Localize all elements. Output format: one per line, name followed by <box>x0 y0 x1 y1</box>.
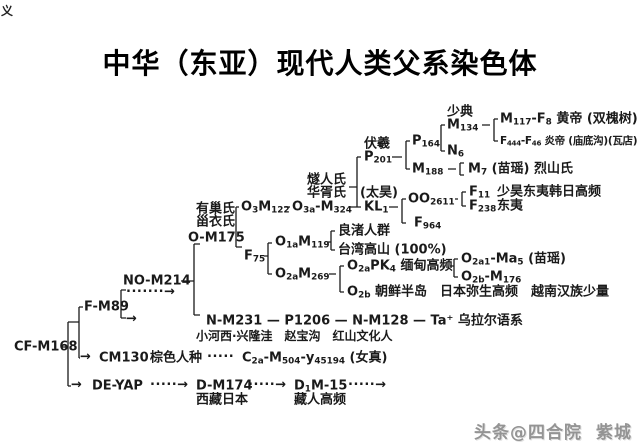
node-f238: F238 <box>469 198 497 215</box>
node-shaodian-label: 少典 <box>447 104 474 120</box>
node-de-yap: DE-YAP <box>92 378 143 394</box>
node-o2b-row: O2b 朝鲜半岛 日本弥生高频 越南汉族少量 <box>347 284 610 301</box>
node-d1m15-note: 藏人高频 <box>294 392 347 408</box>
node-suirenshi-label: 燧人氏 <box>307 172 347 188</box>
node-m117-huangdi: M117-F8 黄帝 (双槐树) <box>500 111 638 128</box>
bracket-kl1-children <box>389 198 406 224</box>
node-youchaoshi-label: 有巢氏 <box>196 201 236 217</box>
node-n-row: N-M231 — P1206 — N-M128 — Ta⁺ 乌拉尔语系 <box>206 313 523 329</box>
node-o2a-pk4: O2aPK4 缅甸高频 <box>347 258 453 275</box>
node-cm130: CM130 <box>99 350 149 366</box>
bracket-p201-children <box>392 140 410 170</box>
node-f-m89: F-M89 <box>84 299 129 315</box>
node-p201: P201 <box>364 149 392 166</box>
node-o2a1-ma5: O2a1-Ma5 (苗瑶) <box>461 251 566 268</box>
node-m7-lieshanshi: M7 (苗瑶) 烈山氏 <box>468 161 574 178</box>
watermark-author: 紫城 <box>596 423 632 443</box>
dotted-arrow-icon: ·····→ <box>348 377 387 393</box>
bracket-f75-children <box>264 242 272 275</box>
node-o1a-m119: O1aM119 <box>275 234 330 251</box>
page-title: 中华（东亚）现代人类父系染色体 <box>102 47 538 80</box>
node-taiwan-note: 台湾高山 (100%) <box>338 242 447 258</box>
node-ziyishi-label: 甾衣氏 <box>196 214 236 230</box>
node-c2a-m504: C2a-M504-y45194 (女真) <box>242 350 388 367</box>
node-m134: M134 <box>447 117 479 134</box>
node-oo2611: OO2611 <box>408 191 455 208</box>
watermark: 头条@四合院紫城 <box>474 418 632 443</box>
node-fuxi-label: 伏羲 <box>364 136 391 152</box>
node-liangzhu-note: 良渚人群 <box>338 223 391 239</box>
node-d-m174: D-M174 <box>196 378 253 394</box>
node-cm130-note: 棕色人种 <box>150 350 203 366</box>
bracket-p164-children <box>440 124 445 152</box>
dots-icon: ····· <box>207 349 235 365</box>
dotted-arrow-icon: ·····→ <box>150 377 189 393</box>
bracket-m134-children <box>482 118 498 142</box>
node-o-m175: O-M175 <box>188 230 245 246</box>
watermark-source: 头条@四合院 <box>474 423 582 443</box>
node-f238-note: 东夷 <box>497 198 524 214</box>
node-p164: P164 <box>412 133 440 150</box>
node-d-m174-note: 西藏日本 <box>196 392 249 408</box>
node-f75: F75 <box>244 248 266 265</box>
arrow-icon: → <box>80 349 92 365</box>
arrow-icon: → <box>71 377 83 393</box>
node-o2a-m269: O2aM269 <box>275 266 330 283</box>
arrow-icon: → <box>126 311 138 327</box>
dotted-arrow-icon: ·······→ <box>126 284 176 300</box>
node-taihao-label: (太昊) <box>360 185 398 201</box>
node-n-row-note: 小河西·兴隆洼 赵宝沟 红山文化人 <box>196 329 393 343</box>
node-no-m214: NO-M214 <box>123 273 191 289</box>
node-o2b-m176: O2b-M176 <box>461 269 522 286</box>
node-f964: F964 <box>414 215 442 232</box>
dotted-arrow-icon: ·····→ <box>248 377 287 393</box>
bracket-o2am269-children <box>329 265 344 293</box>
node-f11-note: 少昊东夷韩日高频 <box>497 184 602 200</box>
node-n6: N6 <box>447 143 465 160</box>
node-f444-yandi: F444-F46 炎帝 (庙底沟)(瓦店) <box>500 134 638 148</box>
bracket-oo2611-children <box>455 191 466 207</box>
node-f11: F11 <box>469 184 491 201</box>
node-m188: M188 <box>412 161 444 178</box>
node-cf-m168: CF-M168 <box>14 339 78 355</box>
corner-mark: 义 <box>1 4 14 18</box>
node-kl1: KL1 <box>364 199 389 216</box>
node-o3-m122: O3M122 <box>241 199 290 216</box>
node-d1m-15: D1M-15 <box>294 378 348 395</box>
node-o3a-m324: O3a-M324 <box>292 199 352 216</box>
node-huaxushi-label: 华胥氏 <box>307 185 347 201</box>
bracket-m188-child <box>448 162 464 176</box>
